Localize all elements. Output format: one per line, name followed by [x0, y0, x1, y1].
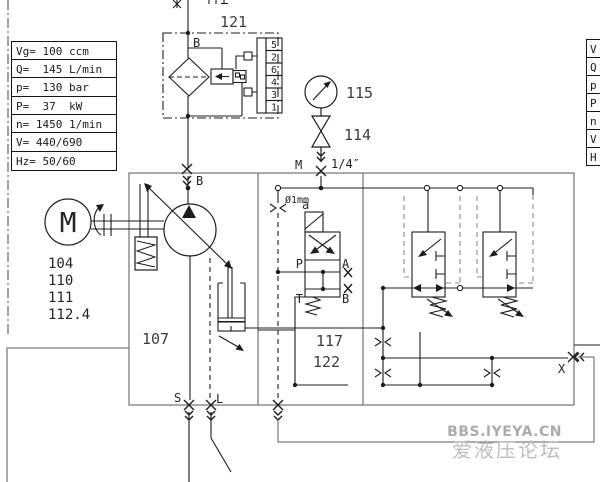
valve-body — [304, 231, 341, 298]
label-110: 110 — [48, 273, 73, 289]
terminal-3: 3 — [271, 90, 277, 101]
solenoid-a-label: a — [302, 198, 309, 212]
port-p-label: P — [296, 257, 303, 271]
flow-direction-icon — [182, 205, 196, 218]
port-s — [183, 399, 195, 482]
port-s-label: S — [174, 391, 181, 405]
motor-circle-icon — [44, 198, 92, 246]
label-121: 121 — [220, 13, 247, 31]
port-x-label: X — [558, 362, 566, 376]
orifice-icon — [374, 368, 392, 378]
port-b-plug-icon — [343, 283, 353, 294]
orifice-icon — [269, 203, 287, 213]
port-a-label: A — [342, 257, 350, 271]
pressure-gauge-115 — [304, 75, 338, 116]
right-data-table-partial: V Q p P n V H — [586, 38, 600, 166]
pilot-drain-dashes — [403, 195, 534, 284]
control-valve-117 — [258, 191, 353, 398]
label-115: 115 — [346, 84, 373, 102]
top-clipped-marks — [172, 0, 228, 33]
label-104: 104 — [48, 256, 73, 272]
table-row: P — [586, 92, 600, 112]
label-111: 111 — [48, 290, 73, 306]
port-l — [205, 399, 232, 473]
table-row: H — [586, 146, 600, 166]
port-size-label: 1/4″ — [331, 157, 360, 171]
port-mid-drain — [272, 399, 284, 421]
table-row: Q — [586, 56, 600, 76]
terminal-5: 5 — [271, 40, 277, 51]
orifice-icon — [374, 337, 392, 347]
table-row: n — [586, 110, 600, 130]
pressure-valve-1 — [411, 231, 453, 318]
label-122: 122 — [313, 353, 340, 371]
table-row: V — [586, 38, 600, 58]
external-pilot-line — [277, 356, 595, 443]
orifice-icon — [483, 368, 501, 378]
motor-tag-labels: 104 110 111 112.4 — [48, 256, 90, 323]
variable-pump-107 — [134, 183, 232, 400]
left-data-table: Vg= 100 ccm Q= 145 L/min p= 130 bar P= 3… — [11, 40, 117, 171]
stroking-cylinder — [217, 267, 383, 351]
port-a-plug-icon — [343, 267, 353, 278]
label-117: 117 — [316, 332, 343, 350]
table-row: p — [586, 74, 600, 94]
port-m-label: M — [295, 158, 302, 172]
terminal-2: 2 — [271, 53, 277, 64]
control-spring-box — [134, 236, 158, 271]
port-x — [567, 344, 600, 363]
filter-port-b-label: B — [193, 36, 200, 50]
terminal-6: 6 — [271, 65, 277, 76]
terminal-numbers: 5 2 6 4 3 1 — [271, 40, 277, 114]
terminal-4: 4 — [271, 78, 277, 89]
drawing-frame — [6, 0, 129, 482]
motor-letter: M — [60, 206, 77, 239]
electric-motor — [44, 198, 164, 246]
pilot-network — [374, 284, 568, 388]
block-port-b — [181, 163, 193, 204]
port-b-label: B — [196, 174, 203, 188]
filter-assembly-121 — [162, 30, 283, 168]
table-row-p: p= 130 bar — [11, 77, 117, 98]
valve-triangle-icon — [310, 115, 332, 133]
main-enclosure — [128, 172, 575, 406]
table-row: V — [586, 128, 600, 148]
port-b2-label: B — [342, 292, 349, 306]
pressure-valve-2 — [482, 231, 524, 318]
table-row-n: n= 1450 1/min — [11, 114, 117, 134]
label-114: 114 — [344, 126, 371, 144]
table-row-pkw: P= 37 kW — [11, 95, 117, 116]
watermark: BBS.IYEYA.CN 爱液压论坛 — [447, 425, 562, 461]
port-t-label: T — [296, 292, 303, 306]
port-l-label: L — [216, 392, 223, 406]
terminal-1: 1 — [271, 103, 277, 114]
connector-strip — [256, 37, 267, 114]
label-107: 107 — [142, 330, 169, 348]
pilot-rail — [274, 184, 534, 232]
shutoff-valve-114 — [310, 115, 332, 162]
watermark-line1: BBS.IYEYA.CN — [447, 424, 562, 440]
gauge-port-m — [315, 151, 327, 191]
table-row-v: V= 440/690 — [11, 132, 117, 153]
orifice-label: Ø1mm — [285, 194, 309, 206]
table-row-vg: Vg= 100 ccm — [11, 40, 117, 61]
return-spring-icon — [303, 296, 323, 316]
watermark-line2: 爱液压论坛 — [452, 437, 562, 462]
table-row-hz: Hz= 50/60 — [11, 150, 117, 171]
label-112-4: 112.4 — [48, 307, 90, 323]
table-row-q: Q= 145 L/min — [11, 58, 117, 79]
valve-triangle-icon — [310, 129, 332, 148]
